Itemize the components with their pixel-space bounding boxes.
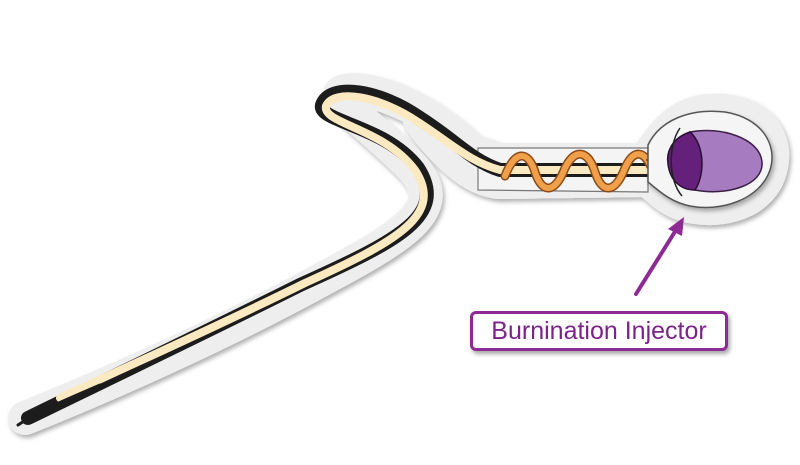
tail-tip xyxy=(16,383,102,427)
arrow-icon xyxy=(634,217,684,296)
head-nucleus xyxy=(689,129,763,193)
head-cap-line xyxy=(670,127,683,197)
helix-coil xyxy=(500,149,655,193)
tail-fill xyxy=(56,92,652,402)
callout-label-box: Burnination Injector xyxy=(470,311,728,351)
callout-label-text: Burnination Injector xyxy=(491,316,707,345)
head-acrosome xyxy=(666,131,703,191)
